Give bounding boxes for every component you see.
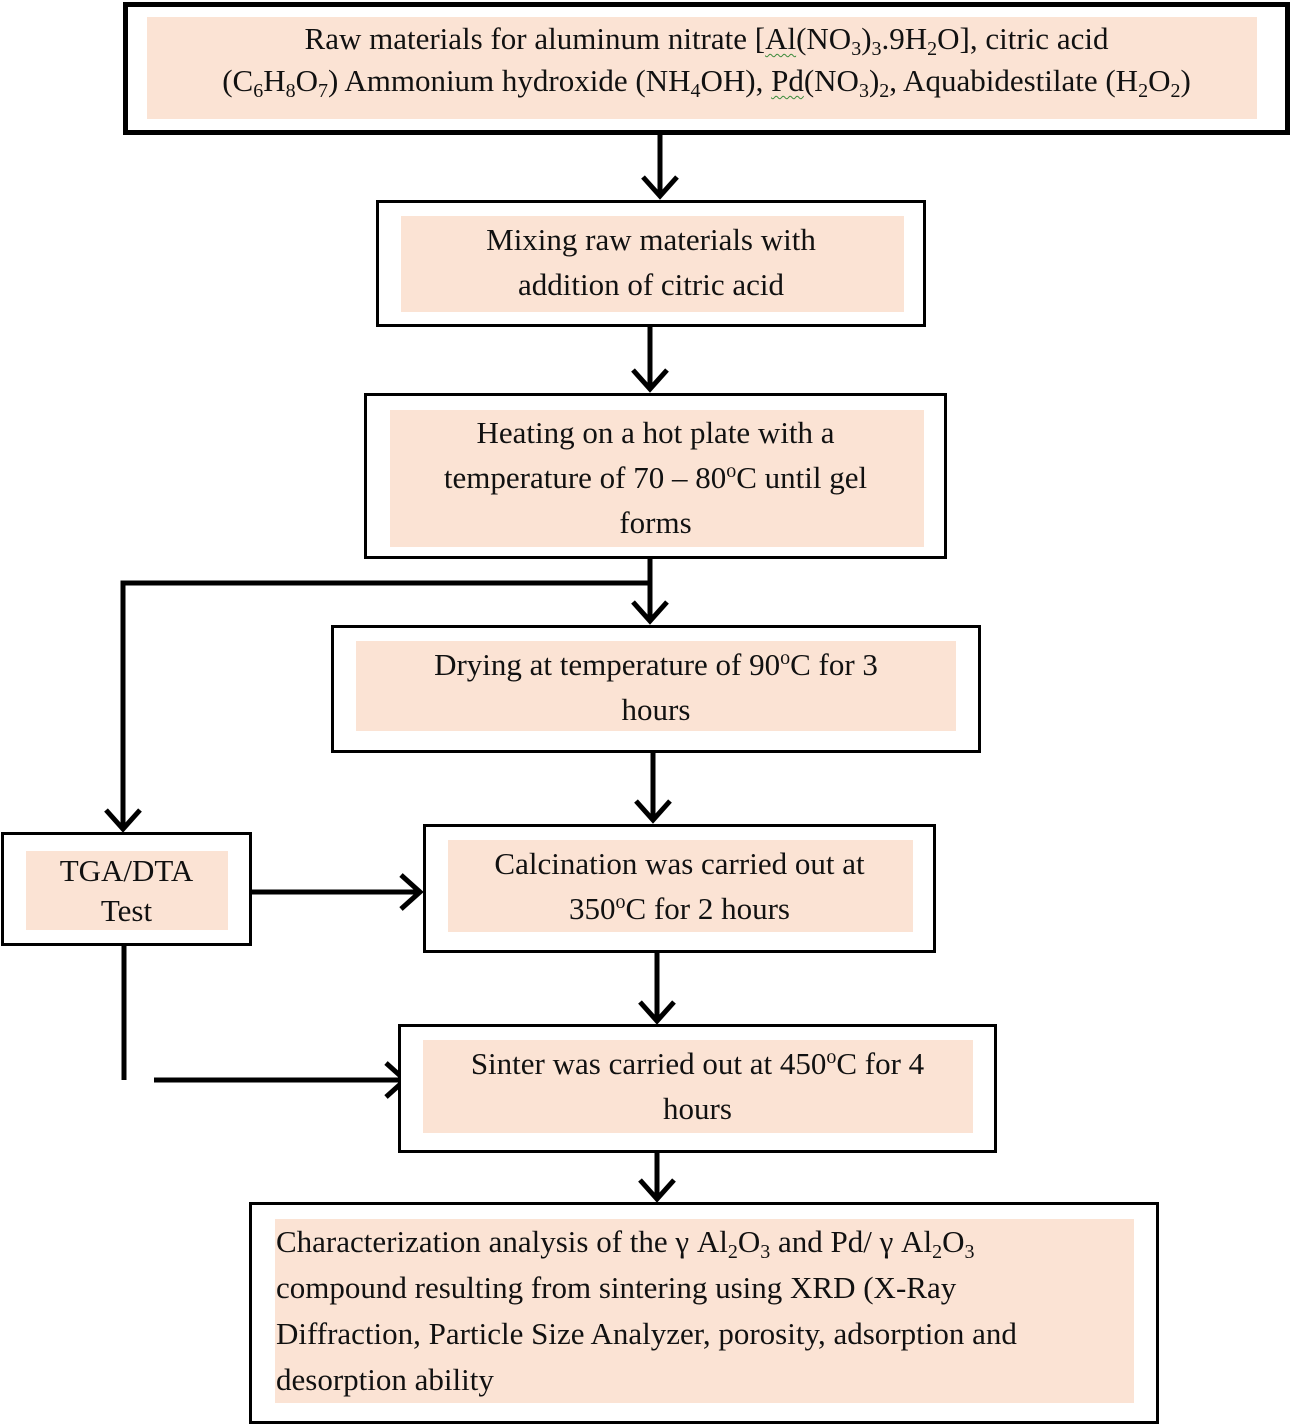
arrowhead-tga	[104, 808, 142, 833]
arrowhead-tga-calcination	[399, 873, 424, 911]
arrowhead-mixing	[641, 175, 679, 200]
sinter-box: Sinter was carried out at 450oC for 4 ho…	[398, 1024, 997, 1153]
arrowhead-heating	[631, 368, 669, 393]
raw-materials-fill	[147, 17, 1257, 119]
arrowhead-drying	[631, 600, 669, 625]
mixing-text: Mixing raw materials with addition of ci…	[486, 222, 816, 302]
heating-box: Heating on a hot plate with a temperatur…	[364, 393, 947, 559]
heating-text: Heating on a hot plate with a temperatur…	[443, 415, 868, 540]
mixing-fill	[401, 216, 904, 312]
drying-text: Drying at temperature of 90oC for 3 hour…	[434, 647, 878, 727]
characterization-text: Characterization analysis of the γ Al2O3…	[276, 1224, 1017, 1397]
tga-dta-box: TGA/DTA Test	[1, 832, 252, 946]
sinter-fill	[423, 1040, 973, 1133]
characterization-fill	[275, 1219, 1134, 1403]
raw-materials-text: Raw materials for aluminum nitrate [Al(N…	[222, 21, 1191, 102]
raw-materials-box: Raw materials for aluminum nitrate [Al(N…	[123, 2, 1290, 135]
tga-dta-text: TGA/DTA Test	[59, 853, 194, 928]
sinter-text: Sinter was carried out at 450oC for 4 ho…	[470, 1046, 925, 1126]
characterization-box: Characterization analysis of the γ Al2O3…	[249, 1202, 1159, 1424]
drying-fill	[356, 641, 956, 731]
arrowhead-calcination	[634, 799, 672, 824]
mixing-box: Mixing raw materials with addition of ci…	[376, 200, 926, 327]
drying-box: Drying at temperature of 90oC for 3 hour…	[331, 625, 981, 753]
calcination-box: Calcination was carried out at 350oC for…	[423, 824, 936, 953]
arrow-heating-to-tga	[120, 580, 650, 829]
calcination-fill	[448, 840, 913, 932]
calcination-text: Calcination was carried out at 350oC for…	[494, 846, 865, 926]
heating-fill	[390, 410, 924, 547]
arrowhead-sinter	[638, 1000, 676, 1025]
tga-dta-fill	[26, 851, 228, 930]
arrowhead-characterization	[638, 1178, 676, 1203]
